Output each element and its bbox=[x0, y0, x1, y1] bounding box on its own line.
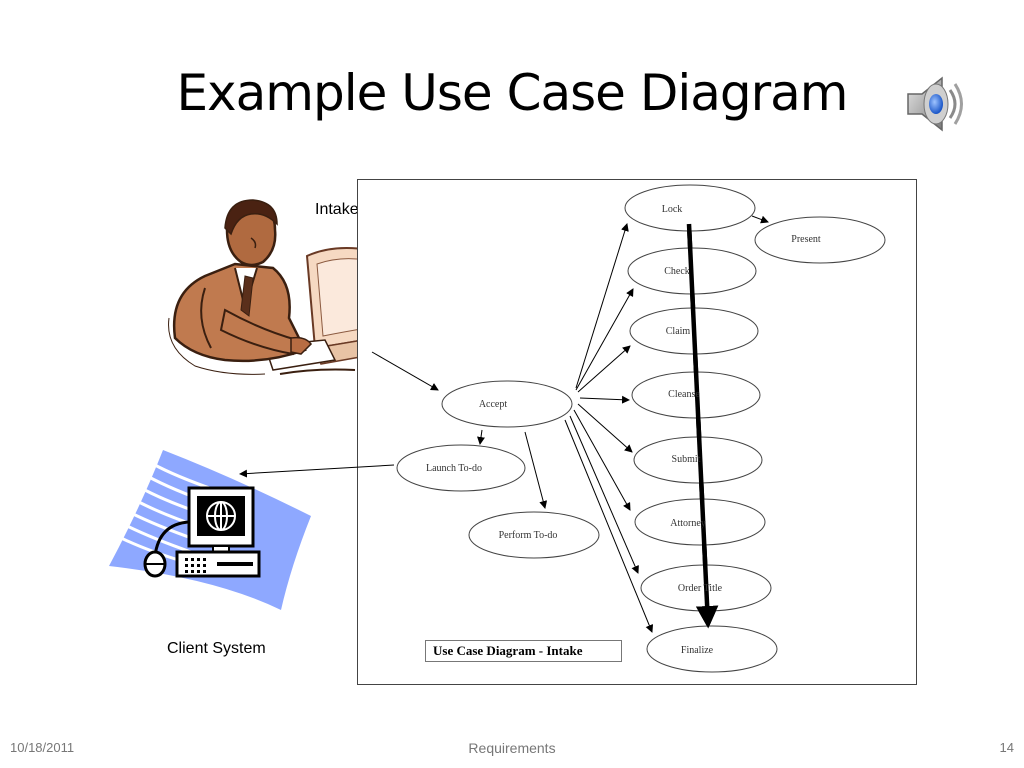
speaker-icon[interactable] bbox=[902, 72, 968, 136]
slide-title: Example Use Case Diagram bbox=[176, 64, 848, 122]
client-system-label: Client System bbox=[167, 640, 266, 657]
intake-processor-clipart bbox=[168, 199, 378, 375]
client-system-clipart bbox=[109, 450, 311, 610]
use-case-diagram-frame bbox=[357, 179, 917, 685]
diagram-caption: Use Case Diagram - Intake bbox=[425, 640, 622, 662]
footer-date: 10/18/2011 bbox=[10, 740, 75, 755]
footer-page-number: 14 bbox=[999, 740, 1014, 755]
footer-center: Requirements bbox=[468, 740, 556, 756]
